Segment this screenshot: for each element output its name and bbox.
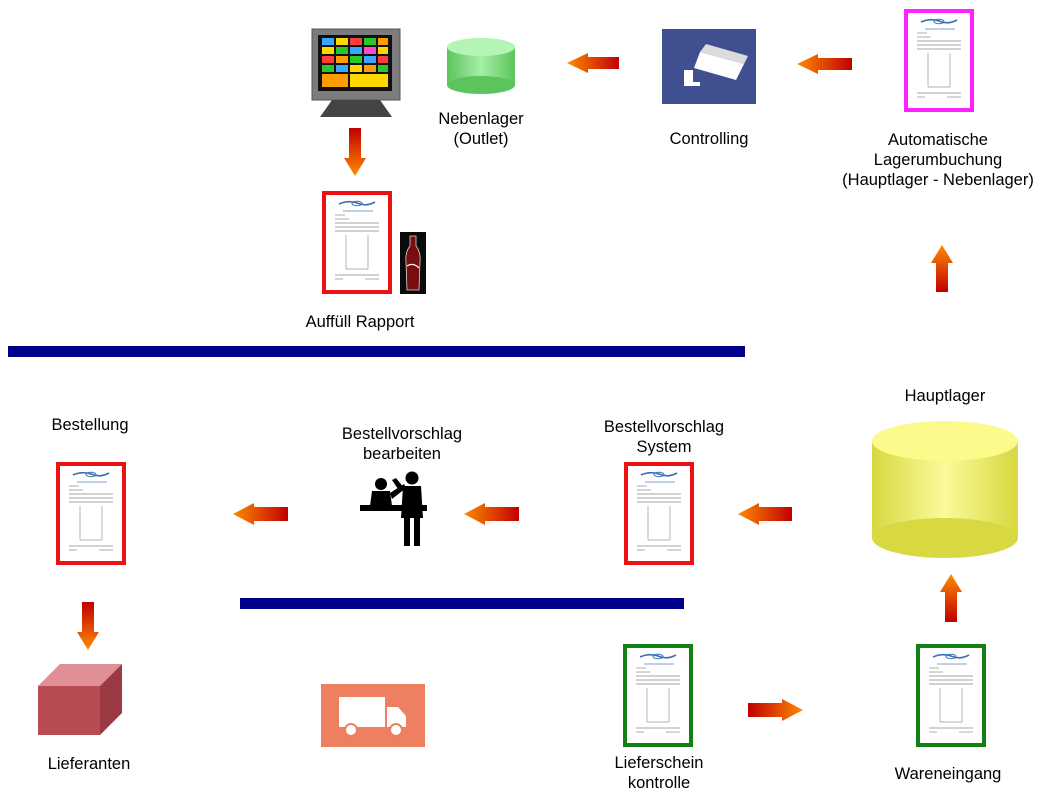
umbuchung-document-icon — [904, 9, 974, 112]
people-at-counter-icon — [360, 471, 427, 546]
hauptlager-database-icon — [872, 421, 1018, 558]
lieferschein-document-icon — [623, 644, 693, 747]
wareneingang-document-icon — [916, 644, 986, 747]
arrow-wareneingang-to-hauptlager — [940, 574, 962, 622]
arrow-controlling-to-nebenlager — [567, 53, 619, 73]
cola-bottle-icon — [400, 232, 426, 294]
arrow-bearbeiten-to-bestellung — [233, 503, 288, 525]
arrow-kontrolle-to-wareneingang — [748, 699, 803, 721]
arrow-hauptlager-to-system — [738, 503, 792, 525]
security-camera-icon — [662, 29, 756, 104]
arrow-umbuchung-to-controlling — [797, 54, 852, 74]
bestellung-document-icon — [56, 462, 126, 565]
label-controlling: Controlling — [669, 130, 749, 148]
system-document-icon — [624, 462, 694, 565]
label-auffuell-rapport: Auffüll Rapport — [305, 313, 415, 331]
label-wareneingang: Wareneingang — [894, 765, 1002, 783]
delivery-truck-icon — [321, 684, 425, 747]
divider-top — [8, 346, 745, 357]
supplier-box-icon — [38, 664, 122, 735]
arrow-hauptlager-to-umbuchung — [931, 245, 953, 292]
nebenlager-database-icon — [447, 38, 515, 94]
label-nebenlager: Nebenlager(Outlet) — [438, 110, 524, 148]
label-lieferanten: Lieferanten — [47, 755, 131, 773]
auffuell-document-icon — [322, 191, 392, 294]
arrow-bestellung-to-lieferanten — [77, 602, 99, 650]
label-hauptlager: Hauptlager — [904, 387, 986, 405]
arrow-terminal-to-auffuell — [344, 128, 366, 176]
label-bestellung: Bestellung — [51, 416, 129, 434]
divider-middle — [240, 598, 684, 609]
arrow-system-to-bearbeiten — [464, 503, 519, 525]
pos-terminal-icon — [311, 28, 401, 117]
